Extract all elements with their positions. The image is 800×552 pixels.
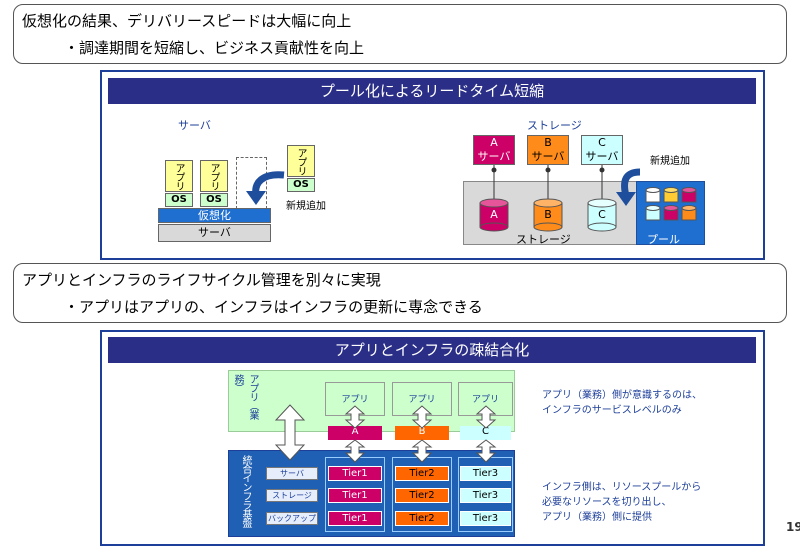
server-os-1: OS <box>165 193 193 207</box>
tier-backup-3: Tier3 <box>460 511 511 526</box>
storage-label: ストレージ <box>527 119 582 132</box>
summary-callout-1: 仮想化の結果、デリバリースピードは大幅に向上 ・調達期間を短縮し、ビジネス貢献性… <box>13 4 787 64</box>
note-app-side: アプリ（業務）側が意識するのは、 インフラのサービスレベルのみ <box>542 388 702 418</box>
row-label-server: サーバ <box>266 467 318 480</box>
tier-storage-1: Tier1 <box>328 488 382 503</box>
note-infra-side-line-3: アプリ（業務）側に提供 <box>542 512 652 523</box>
tier-storage-2: Tier2 <box>395 488 449 503</box>
callout-2-line-2: ・アプリはアプリの、インフラはインフラの更新に専念できる <box>64 298 483 316</box>
infra-layer-label: 統合インフラ基盤 <box>240 455 251 527</box>
new-os: OS <box>287 178 315 192</box>
server-b-letter: B <box>544 136 552 149</box>
storage-new-add-label: 新規追加 <box>650 156 690 167</box>
server-hardware: サーバ <box>158 224 271 242</box>
disk-b-label: B <box>544 208 552 221</box>
row-label-storage: ストレージ <box>266 489 318 502</box>
app-tag-c: C <box>460 426 511 440</box>
storage-box-label: ストレージ <box>516 233 571 246</box>
server-app-1: アプリ <box>165 160 193 192</box>
tier-backup-2: Tier2 <box>395 511 449 526</box>
tier-storage-3: Tier3 <box>460 488 511 503</box>
server-b: B サーバ <box>527 135 569 165</box>
note-app-side-line-1: アプリ（業務）側が意識するのは、 <box>542 390 702 401</box>
server-add-arrow <box>246 171 285 205</box>
summary-callout-2: アプリとインフラのライフサイクル管理を別々に実現 ・アプリはアプリの、インフラは… <box>13 263 787 323</box>
virtualization-layer: 仮想化 <box>158 208 271 223</box>
server-a-name: サーバ <box>477 150 511 163</box>
server-a: A サーバ <box>473 135 515 165</box>
server-c: C サーバ <box>581 135 623 165</box>
server-os-2: OS <box>200 193 228 207</box>
tier-server-3: Tier3 <box>460 466 511 481</box>
callout-1-line-2: ・調達期間を短縮し、ビジネス貢献性を向上 <box>64 39 365 57</box>
note-app-side-line-2: インフラのサービスレベルのみ <box>542 405 682 416</box>
pooling-panel-title: プール化によるリードタイム短縮 <box>108 78 756 104</box>
server-c-letter: C <box>598 136 606 149</box>
app-layer-label: アプリ（業務） <box>232 374 258 419</box>
server-new-add-label: 新規追加 <box>286 201 326 212</box>
note-infra-side-line-1: インフラ側は、リソースプールから <box>542 482 702 493</box>
server-a-letter: A <box>490 136 498 149</box>
server-c-name: サーバ <box>585 150 619 163</box>
app-tag-a: A <box>328 426 382 440</box>
tier-backup-1: Tier1 <box>328 511 382 526</box>
disk-a-label: A <box>490 208 498 221</box>
server-b-name: サーバ <box>531 150 565 163</box>
page-number: 19 <box>786 520 800 534</box>
callout-2-line-1: アプリとインフラのライフサイクル管理を別々に実現 <box>22 271 381 289</box>
note-infra-side-line-2: 必要なリソースを切り出し、 <box>542 497 672 508</box>
loose-coupling-panel-title: アプリとインフラの疎結合化 <box>108 337 756 363</box>
pool-label: プール <box>647 233 680 246</box>
tier-server-1: Tier1 <box>328 466 382 481</box>
disk-c-label: C <box>598 208 606 221</box>
note-infra-side: インフラ側は、リソースプールから 必要なリソースを切り出し、 アプリ（業務）側に… <box>542 480 701 525</box>
callout-1-line-1: 仮想化の結果、デリバリースピードは大幅に向上 <box>22 12 352 30</box>
server-app-2: アプリ <box>200 160 228 192</box>
tier-server-2: Tier2 <box>395 466 449 481</box>
server-label: サーバ <box>178 119 211 132</box>
app-tag-b: B <box>395 426 449 440</box>
new-app: アプリ <box>287 145 315 177</box>
row-label-backup: バックアップ <box>266 512 318 525</box>
